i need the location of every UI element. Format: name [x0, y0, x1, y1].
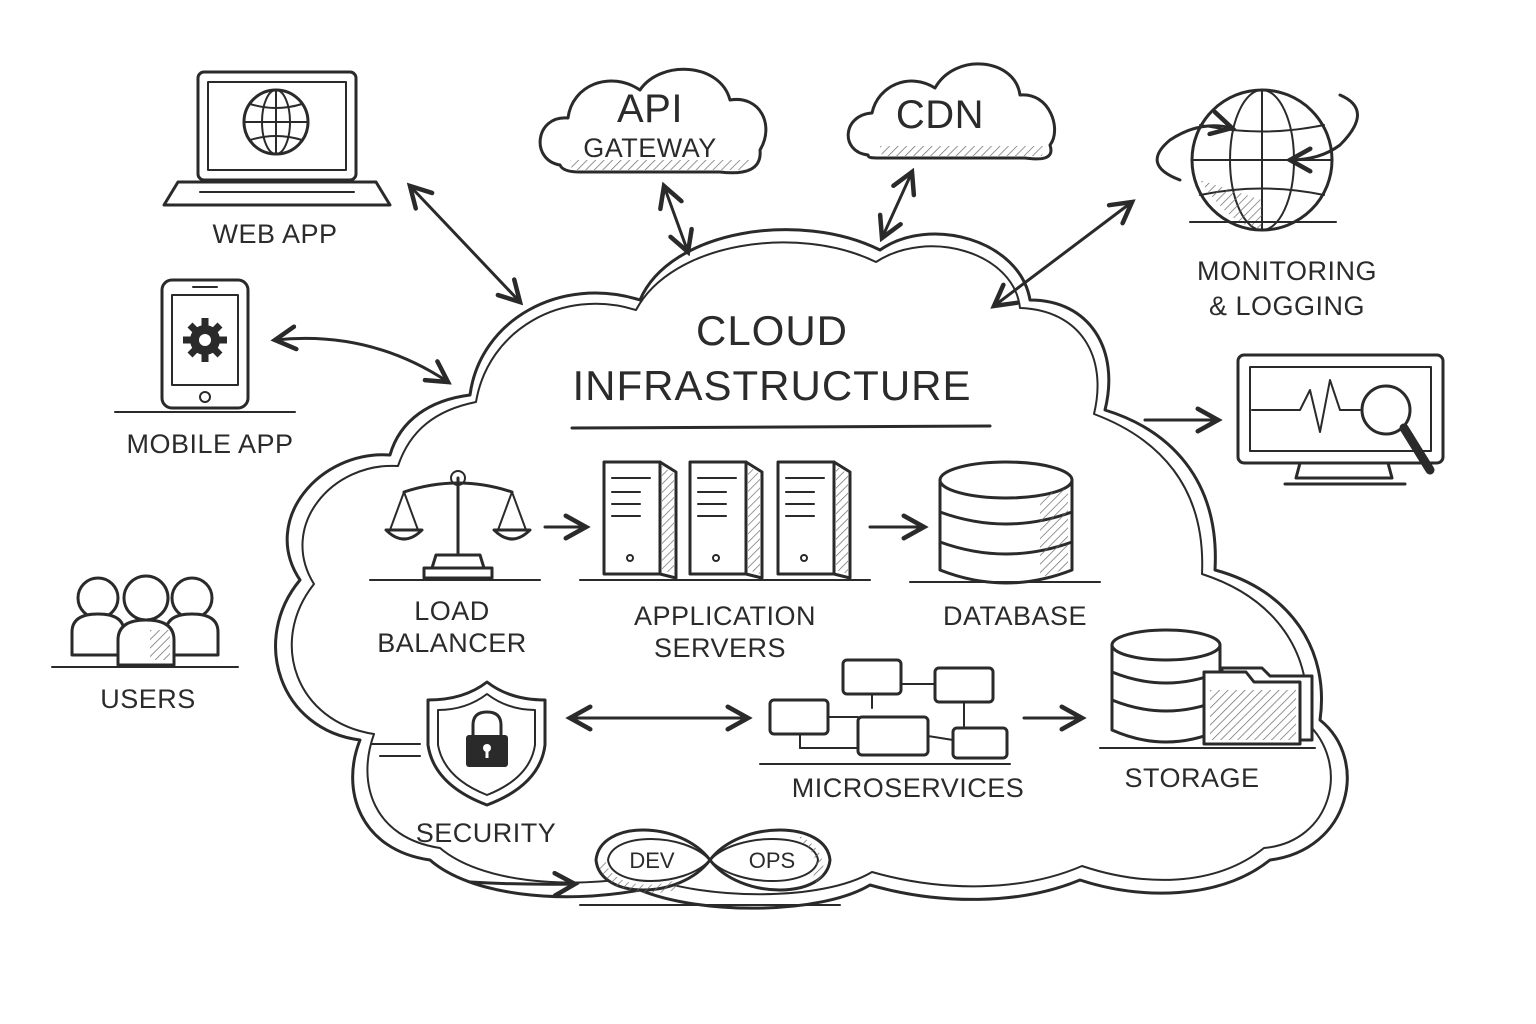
arrow-cdn-cloud	[882, 172, 912, 238]
main-cloud-outline	[274, 228, 1349, 910]
cdn-label: CDN	[896, 93, 984, 137]
web-app-label: WEB APP	[212, 219, 337, 249]
storage-label: STORAGE	[1124, 763, 1259, 793]
api-gateway-label-line2: GATEWAY	[583, 133, 717, 163]
scales-icon	[369, 470, 541, 581]
arrow-monitoring-cloud	[994, 202, 1132, 306]
connection-arrows	[275, 172, 1218, 884]
phone-gear-icon	[114, 278, 296, 413]
cdn-cloud-icon	[846, 62, 1056, 161]
server-rack-icon	[579, 460, 871, 581]
monitoring-label-line2: & LOGGING	[1209, 291, 1365, 321]
load-balancer-label-line2: BALANCER	[377, 628, 527, 658]
app-servers-label-line1: APPLICATION	[634, 601, 816, 631]
monitor-heartbeat-icon	[1236, 353, 1445, 486]
security-label: SECURITY	[416, 818, 557, 848]
diagram-title-line1: CLOUD	[696, 307, 848, 354]
api-gateway-label-line1: API	[617, 87, 683, 131]
arrow-api-cloud	[664, 186, 688, 252]
microservices-label: MICROSERVICES	[792, 773, 1025, 803]
mobile-app-label: MOBILE APP	[126, 429, 293, 459]
devops-infinity-icon	[579, 828, 841, 906]
arrow-mobile-cloud	[275, 338, 448, 382]
arrow-cloud-devops	[468, 882, 575, 884]
storage-folder-icon	[1099, 628, 1316, 749]
laptop-globe-icon	[162, 70, 392, 207]
devops-label-dev: DEV	[629, 848, 675, 873]
arrow-webapp-cloud	[410, 186, 520, 302]
diagram-title-line2: INFRASTRUCTURE	[573, 362, 972, 409]
devops-label-ops: OPS	[749, 848, 795, 873]
microservices-icon	[759, 658, 1011, 765]
monitoring-label-line1: MONITORING	[1197, 256, 1377, 286]
app-servers-label-line2: SERVERS	[654, 633, 786, 663]
load-balancer-label-line1: LOAD	[414, 596, 490, 626]
globe-arrows-icon	[1155, 88, 1359, 232]
database-icon	[909, 460, 1101, 585]
users-icon	[51, 574, 239, 668]
api-cloud-icon	[538, 67, 768, 175]
shield-lock-icon	[371, 680, 547, 807]
users-label: USERS	[100, 684, 196, 714]
database-label: DATABASE	[943, 601, 1087, 631]
title-underline	[570, 424, 992, 430]
